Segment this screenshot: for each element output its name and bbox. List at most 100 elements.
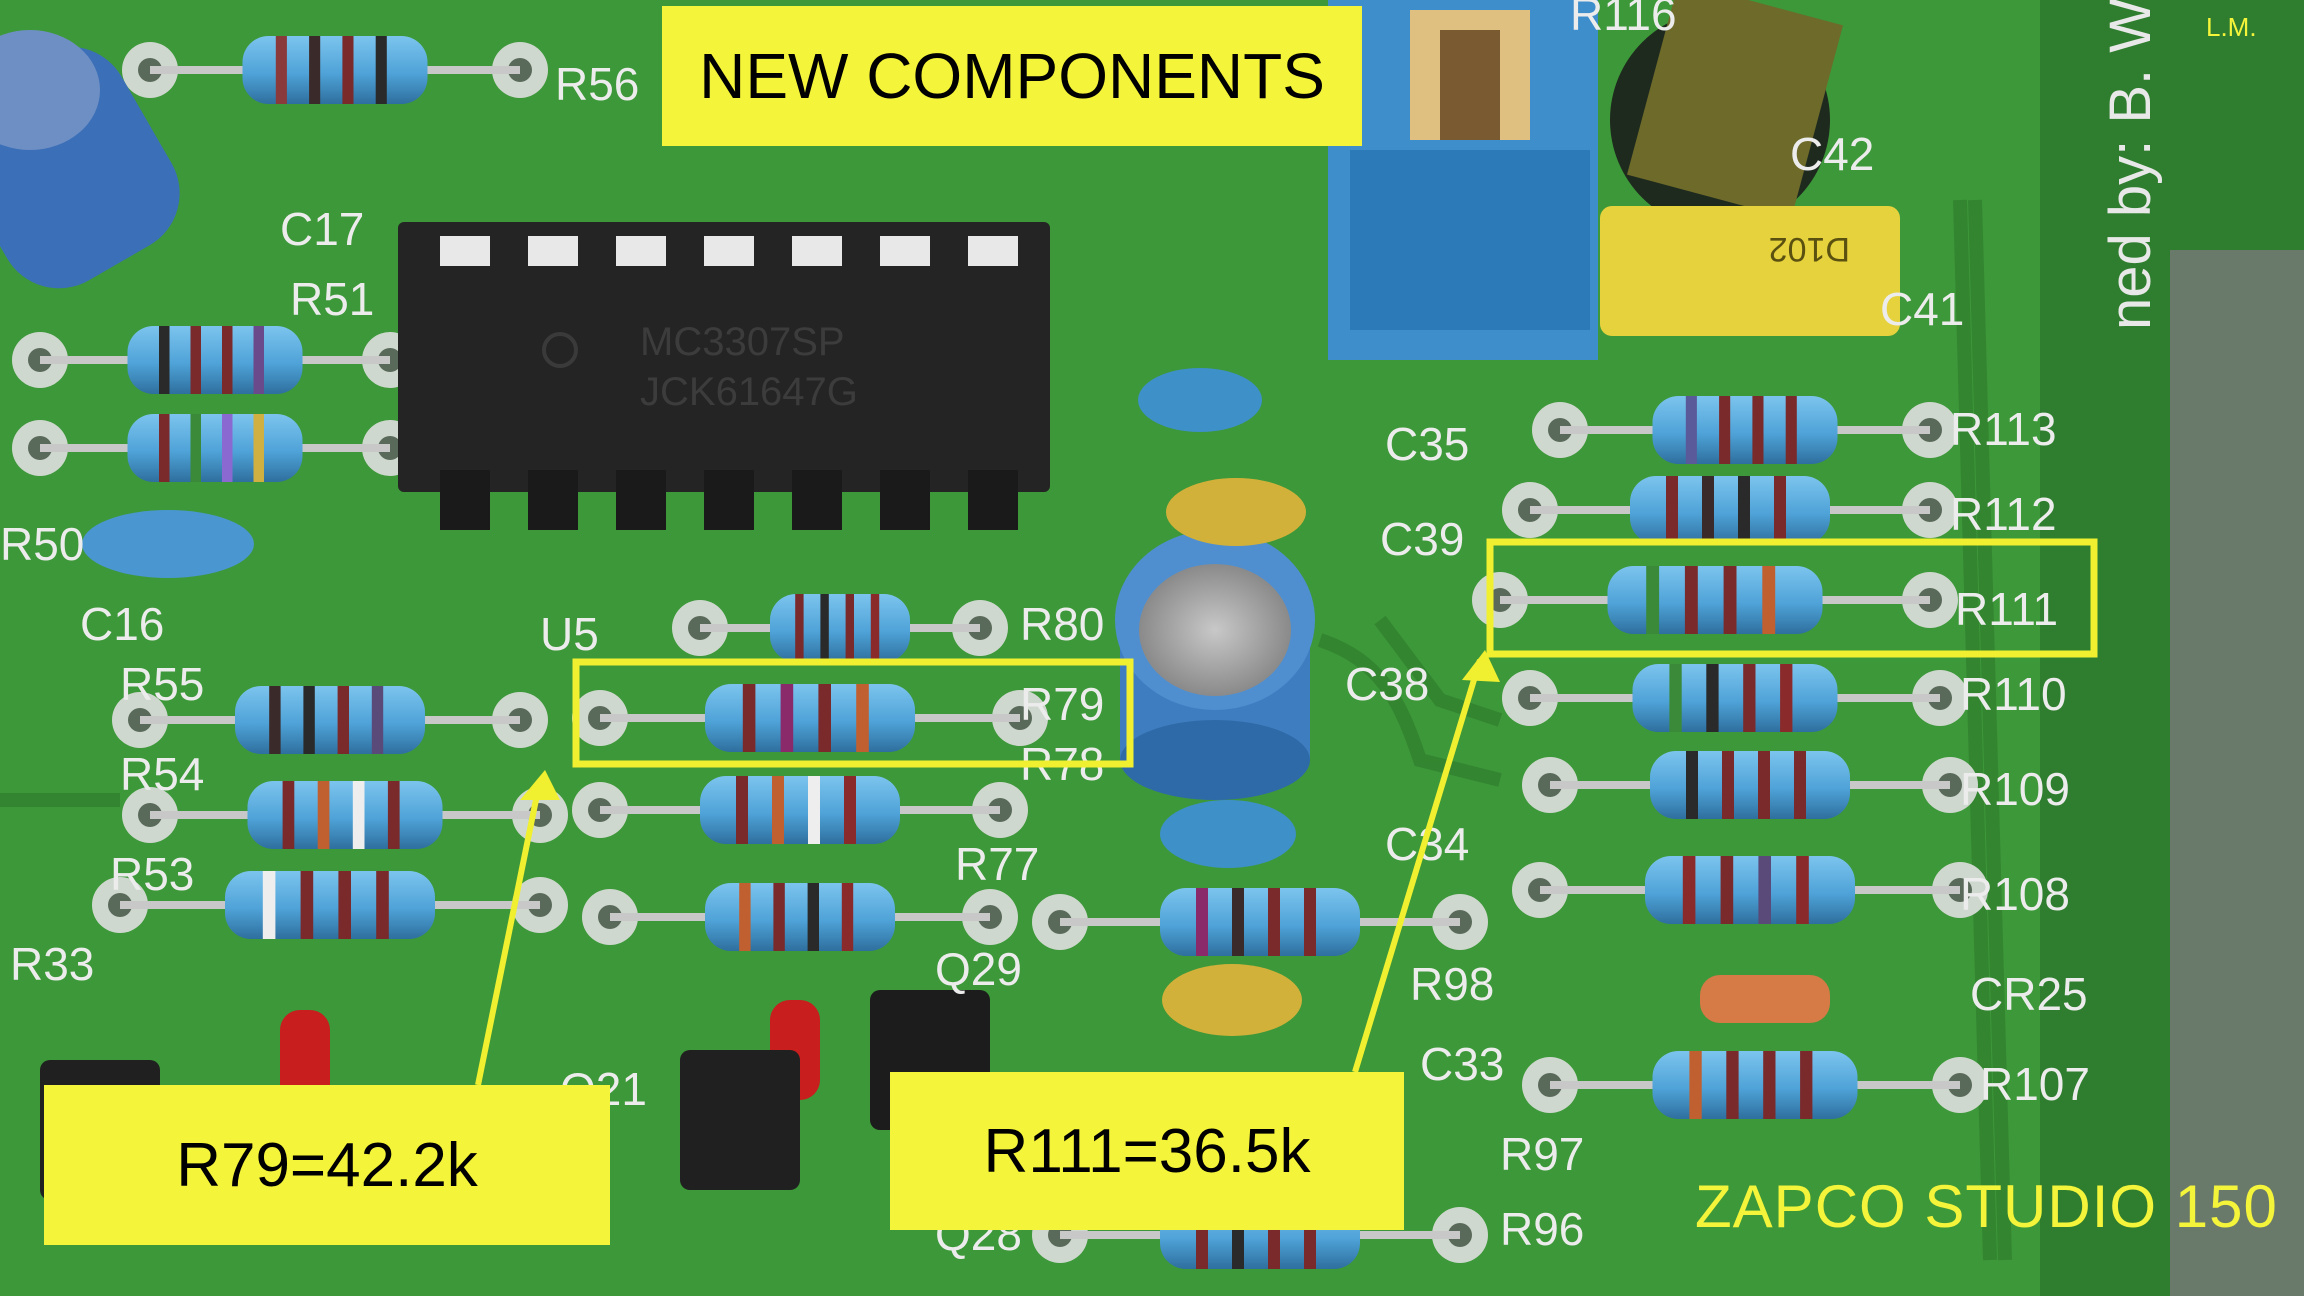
- resistor-band: [844, 776, 856, 844]
- silkscreen-label: C16: [80, 598, 164, 650]
- r79-callout-text: R79=42.2k: [176, 1130, 478, 1200]
- silkscreen-label: C35: [1385, 418, 1469, 470]
- resistor-band: [1702, 476, 1714, 544]
- resistor-band: [845, 594, 854, 662]
- silkscreen-label: Q29: [935, 943, 1022, 995]
- resistor-band: [1684, 566, 1698, 634]
- resistor-body: [1160, 888, 1360, 956]
- resistor-band: [1720, 856, 1734, 924]
- silkscreen-label: C33: [1420, 1038, 1504, 1090]
- resistor-body: [235, 686, 425, 754]
- resistor-body: [705, 883, 895, 951]
- resistor-band: [1726, 1051, 1739, 1119]
- ic-pin: [880, 470, 930, 530]
- ic-pin: [880, 236, 930, 266]
- connector-blue: [1328, 0, 1598, 360]
- ic-pin: [968, 236, 1018, 266]
- brand-caption: ZAPCO STUDIO 150: [1695, 1173, 2278, 1240]
- ic-pin: [528, 236, 578, 266]
- resistor-body: [1645, 856, 1855, 924]
- resistor-band: [841, 883, 854, 951]
- resistor-band: [371, 686, 384, 754]
- resistor-band: [1196, 888, 1208, 956]
- resistor-band: [772, 776, 784, 844]
- resistor-band: [159, 414, 170, 482]
- resistor-band: [1689, 1051, 1702, 1119]
- resistor-band: [818, 684, 831, 752]
- resistor-band: [269, 686, 281, 754]
- r79-highlight: [572, 658, 1134, 768]
- silkscreen-label: C39: [1380, 513, 1464, 565]
- resistor-band: [1763, 1051, 1776, 1119]
- resistor-band: [870, 594, 880, 662]
- resistor-band: [1669, 664, 1682, 732]
- resistor-band: [282, 781, 295, 849]
- ic-marking-1: MC3307SP: [640, 320, 845, 364]
- resistor-band: [337, 686, 349, 754]
- resistor-band: [1719, 396, 1731, 464]
- resistor-band: [317, 781, 330, 849]
- resistor-band: [1738, 476, 1750, 544]
- capacitor-top-right: [1610, 0, 1843, 230]
- resistor-band: [1722, 751, 1734, 819]
- silkscreen-label: R51: [290, 273, 374, 325]
- resistor-body: [225, 871, 435, 939]
- resistor-band: [352, 781, 365, 849]
- silkscreen-label: CR25: [1970, 968, 2088, 1020]
- resistor-band: [387, 781, 400, 849]
- resistor-band: [253, 414, 264, 482]
- resistor-band: [773, 883, 785, 951]
- resistor-body: [127, 414, 303, 482]
- silkscreen-label: R110: [1960, 668, 2067, 720]
- ic-pin: [616, 470, 666, 530]
- ic-pin: [616, 236, 666, 266]
- resistor-band: [1268, 888, 1280, 956]
- silkscreen-label: R77: [955, 838, 1039, 890]
- silkscreen-label: R54: [120, 748, 204, 800]
- r111-leader: [1352, 659, 1483, 1073]
- resistor-band: [856, 684, 869, 752]
- ic-pin: [792, 236, 842, 266]
- resistor-band: [342, 36, 354, 104]
- silkscreen-label: R55: [120, 658, 204, 710]
- resistor-band: [739, 883, 751, 951]
- silkscreen-label: R98: [1410, 958, 1494, 1010]
- resistor-band: [1794, 751, 1806, 819]
- resistor-band: [1758, 751, 1770, 819]
- resistor-band: [1762, 566, 1776, 634]
- silkscreen-label: R33: [10, 938, 94, 990]
- resistor-band: [1796, 856, 1809, 924]
- resistor-band: [190, 326, 201, 394]
- silkscreen-label: R80: [1020, 598, 1104, 650]
- ic-pin: [704, 470, 754, 530]
- silkscreen-label: R96: [1500, 1203, 1584, 1255]
- silkscreen-label: R112: [1950, 488, 2057, 540]
- silkscreen-label: R111: [1955, 583, 2058, 635]
- resistor-body: [705, 684, 915, 752]
- resistor-band: [190, 414, 201, 482]
- ic-pin: [440, 236, 490, 266]
- resistor-body: [242, 36, 428, 104]
- capacitor-top-left: [0, 30, 180, 289]
- resistor-band: [780, 684, 794, 752]
- silkscreen-label: R108: [1960, 868, 2070, 920]
- resistor-band: [222, 414, 233, 482]
- resistor-band: [338, 871, 351, 939]
- resistor-band: [1800, 1051, 1813, 1119]
- resistor-band: [300, 871, 314, 939]
- silkscreen-label: R50: [0, 518, 84, 570]
- resistor-body: [1632, 664, 1838, 732]
- film-capacitor: [1600, 206, 1900, 336]
- resistor-band: [1685, 396, 1697, 464]
- resistor-band: [807, 883, 819, 951]
- r79-callout: R79=42.2k: [44, 1085, 610, 1245]
- svg-text:D102: D102: [1769, 230, 1850, 268]
- resistor-band: [1752, 396, 1764, 464]
- resistor-band: [1758, 856, 1771, 924]
- resistor-band: [275, 36, 287, 104]
- silkscreen-label: C38: [1345, 658, 1429, 710]
- ic-pin: [968, 470, 1018, 530]
- silkscreen-label: C17: [280, 203, 364, 255]
- designer-credit: ned by: B. Waddel: [2098, 0, 2163, 330]
